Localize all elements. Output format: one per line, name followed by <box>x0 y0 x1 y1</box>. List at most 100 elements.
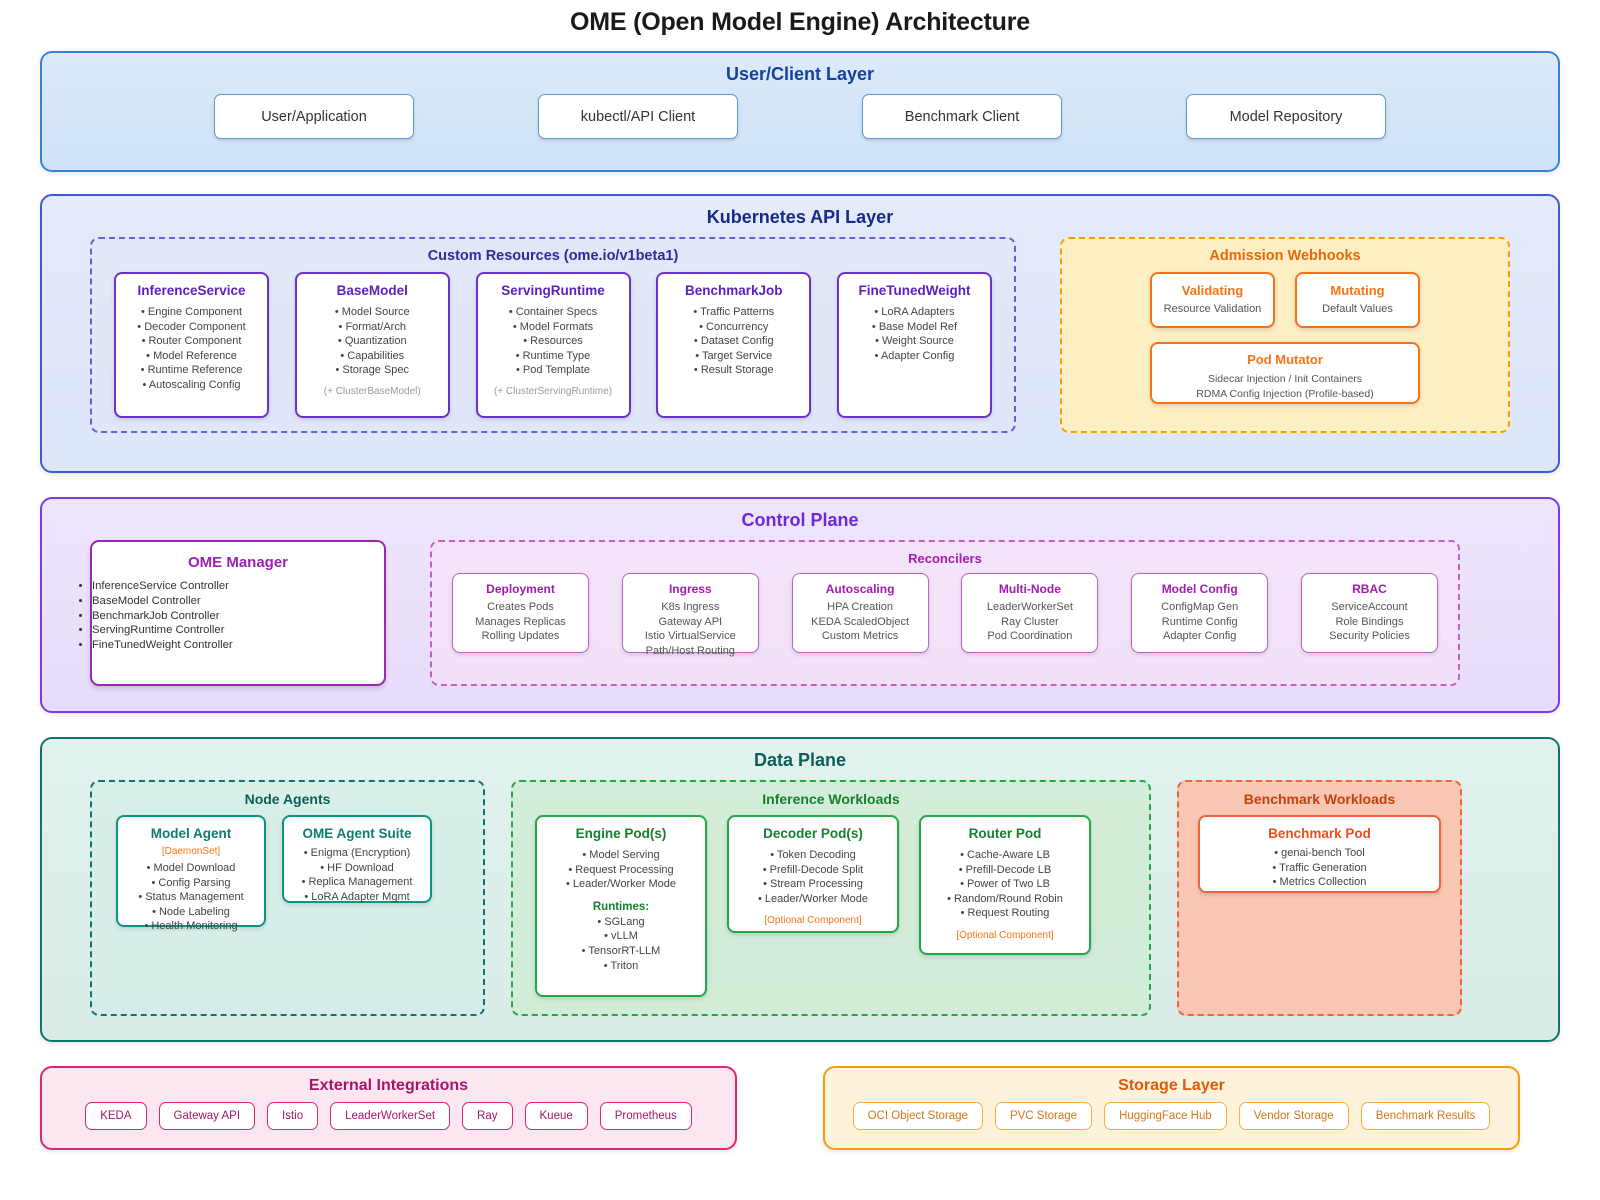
card-title-benchmarkjob: BenchmarkJob <box>684 283 783 298</box>
list-item: • Prefill-Decode Split <box>762 863 864 876</box>
list-item: • Engine Component <box>140 306 243 318</box>
list-item: • Traffic Patterns <box>693 306 775 318</box>
card-inferenceservice[interactable]: InferenceService • Engine Component • De… <box>114 272 269 418</box>
reconciler-line: Security Policies <box>1329 630 1410 643</box>
list-item: • genai-bench Tool <box>1274 847 1365 859</box>
layer-title-external-integrations: External Integrations <box>308 1077 469 1094</box>
card-title-ome-manager: OME Manager <box>187 554 289 571</box>
client-box-model-repository[interactable]: Model Repository <box>1186 94 1386 139</box>
card-reconciler-multi-node[interactable]: Multi-Node LeaderWorkerSet Ray Cluster P… <box>961 573 1099 653</box>
list-item: • Weight Source <box>875 335 954 348</box>
card-list-engine-runtimes: • SGLang • vLLM • TensorRT-LLM • Triton <box>545 915 697 973</box>
reconciler-line: K8s Ingress <box>661 601 720 613</box>
layer-title-user-client: User/Client Layer <box>725 64 875 84</box>
card-pod-mutator[interactable]: Pod Mutator Sidecar Injection / Init Con… <box>1150 342 1420 404</box>
list-item: • Model Download <box>146 862 236 874</box>
card-router-pod[interactable]: Router Pod • Cache-Aware LB • Prefill-De… <box>919 815 1091 955</box>
reconciler-line: Custom Metrics <box>821 630 899 643</box>
card-servingruntime[interactable]: ServingRuntime • Container Specs • Model… <box>475 272 631 418</box>
chip-benchmark-results[interactable]: Benchmark Results <box>1360 1102 1491 1130</box>
card-title-rbac: RBAC <box>1352 582 1387 596</box>
list-item: • vLLM <box>604 930 638 943</box>
client-box-benchmark-client[interactable]: Benchmark Client <box>862 94 1062 139</box>
list-item: • Model Reference <box>146 349 237 362</box>
list-item: • Triton <box>603 959 639 972</box>
chip-oci-object-storage[interactable]: OCI Object Storage <box>852 1102 983 1130</box>
list-item: • Replica Management <box>301 876 413 889</box>
client-box-user-application[interactable]: User/Application <box>214 94 414 139</box>
group-title-custom-resources: Custom Resources (ome.io/v1beta1) <box>427 248 679 264</box>
card-ome-manager[interactable]: OME Manager InferenceService Controller … <box>90 540 386 686</box>
list-item: • Health Monitoring <box>144 920 238 933</box>
card-list-ome-agent-suite: • Enigma (Encryption) • HF Download • Re… <box>292 846 422 904</box>
list-item: BenchmarkJob Controller <box>92 609 384 624</box>
card-title-inferenceservice: InferenceService <box>137 283 246 298</box>
card-reconciler-ingress[interactable]: Ingress K8s Ingress Gateway API Istio Vi… <box>621 573 759 657</box>
card-note-servingruntime: (+ ClusterServingRuntime) <box>493 385 613 397</box>
reconciler-line: Path/Host Routing <box>645 644 735 657</box>
card-title-multi-node: Multi-Node <box>998 582 1061 596</box>
chip-vendor-storage[interactable]: Vendor Storage <box>1238 1102 1349 1130</box>
list-item: • SGLang <box>597 915 645 928</box>
layer-title-storage: Storage Layer <box>1118 1077 1225 1094</box>
list-item: • Dataset Config <box>693 335 774 348</box>
reconciler-card-row: Deployment Creates Pods Manages Replicas… <box>432 573 1458 657</box>
list-item: • Adapter Config <box>874 349 955 362</box>
group-node-agents: Node Agents Model Agent [DaemonSet] • Mo… <box>90 780 485 1016</box>
list-item: • Leader/Worker Mode <box>565 878 677 891</box>
external-integration-chip-row: KEDA Gateway API Istio LeaderWorkerSet R… <box>42 1102 735 1130</box>
card-validating-webhook[interactable]: Validating Resource Validation <box>1150 272 1275 328</box>
card-list-servingruntime: • Container Specs • Model Formats • Reso… <box>486 305 621 378</box>
chip-istio[interactable]: Istio <box>267 1102 319 1130</box>
chip-huggingface-hub[interactable]: HuggingFace Hub <box>1104 1102 1227 1130</box>
list-item: • Config Parsing <box>151 876 231 889</box>
chip-leaderworkerset[interactable]: LeaderWorkerSet <box>330 1102 451 1130</box>
pod-mutator-line: RDMA Config Injection (Profile-based) <box>1196 387 1374 400</box>
list-item: • Status Management <box>138 891 244 904</box>
chip-prometheus[interactable]: Prometheus <box>599 1102 692 1130</box>
card-reconciler-rbac[interactable]: RBAC ServiceAccount Role Bindings Securi… <box>1300 573 1438 653</box>
chip-pvc-storage[interactable]: PVC Storage <box>994 1102 1093 1130</box>
chip-gateway-api[interactable]: Gateway API <box>158 1102 256 1130</box>
card-reconciler-autoscaling[interactable]: Autoscaling HPA Creation KEDA ScaledObje… <box>791 573 929 653</box>
group-inference-workloads: Inference Workloads Engine Pod(s) • Mode… <box>511 780 1151 1016</box>
card-title-router-pod: Router Pod <box>968 826 1042 841</box>
list-item: • Format/Arch <box>338 320 406 333</box>
reconciler-line: Role Bindings <box>1335 615 1404 628</box>
card-benchmark-pod[interactable]: Benchmark Pod • genai-bench Tool • Traff… <box>1198 815 1441 893</box>
page-title: OME (Open Model Engine) Architecture <box>570 8 1030 36</box>
badge-optional-component: [Optional Component] <box>764 915 862 927</box>
chip-ray[interactable]: Ray <box>462 1102 513 1130</box>
card-engine-pod[interactable]: Engine Pod(s) • Model Serving • Request … <box>535 815 707 997</box>
layer-title-kubernetes-api: Kubernetes API Layer <box>706 207 894 227</box>
chip-keda[interactable]: KEDA <box>85 1102 147 1130</box>
card-mutating-webhook[interactable]: Mutating Default Values <box>1295 272 1420 328</box>
card-decoder-pod[interactable]: Decoder Pod(s) • Token Decoding • Prefil… <box>727 815 899 933</box>
card-list-engine-pod: • Model Serving • Request Processing • L… <box>545 848 697 892</box>
client-box-kubectl-api-client[interactable]: kubectl/API Client <box>538 94 738 139</box>
reconciler-line: Runtime Config <box>1161 615 1238 628</box>
list-item: • Autoscaling Config <box>142 378 241 391</box>
storage-chip-row: OCI Object Storage PVC Storage HuggingFa… <box>825 1102 1518 1130</box>
card-note-basemodel: (+ ClusterBaseModel) <box>323 385 421 397</box>
card-title-deployment: Deployment <box>486 582 555 596</box>
chip-kueue[interactable]: Kueue <box>524 1102 588 1130</box>
list-item: • Power of Two LB <box>960 878 1050 891</box>
list-item: • Node Labeling <box>152 905 230 918</box>
card-basemodel[interactable]: BaseModel • Model Source • Format/Arch •… <box>294 272 450 418</box>
reconciler-line: Istio VirtualService <box>644 630 736 643</box>
list-item: • Request Processing <box>568 863 674 876</box>
list-item: • LoRA Adapters <box>874 306 955 318</box>
card-reconciler-deployment[interactable]: Deployment Creates Pods Manages Replicas… <box>452 573 589 653</box>
list-item: • Model Formats <box>512 320 594 333</box>
list-item: • Decoder Component <box>137 320 246 333</box>
card-benchmarkjob[interactable]: BenchmarkJob • Traffic Patterns • Concur… <box>656 272 812 418</box>
card-ome-agent-suite[interactable]: OME Agent Suite • Enigma (Encryption) • … <box>282 815 432 903</box>
card-model-agent[interactable]: Model Agent [DaemonSet] • Model Download… <box>116 815 266 932</box>
card-list-inferenceservice: • Engine Component • Decoder Component •… <box>124 305 259 393</box>
card-reconciler-model-config[interactable]: Model Config ConfigMap Gen Runtime Confi… <box>1131 573 1269 653</box>
card-title-mutating: Mutating <box>1330 283 1385 298</box>
list-item: • Runtime Type <box>515 349 591 362</box>
card-finetunedweight[interactable]: FineTunedWeight • LoRA Adapters • Base M… <box>837 272 992 418</box>
card-title-finetunedweight: FineTunedWeight <box>858 283 971 298</box>
